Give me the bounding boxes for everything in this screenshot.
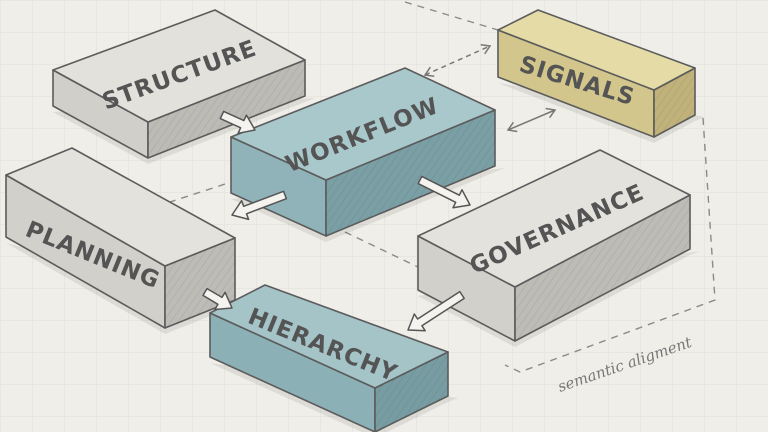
block-workflow-front-shading: [326, 110, 495, 236]
arrow-workflow-signals-head-end: [480, 43, 492, 55]
arrow-workflow-signals-lower-line: [507, 109, 556, 131]
arrow-workflow-to-governance-shape: [417, 175, 471, 209]
arrow-workflow-to-planning-shape: [231, 190, 288, 221]
arrow-workflow-signals-line: [424, 45, 491, 76]
guide-right: [504, 117, 716, 373]
guide-center: [344, 231, 421, 269]
arrow-governance-to-hierarchy: [407, 290, 465, 332]
arrow-workflow-signals-lower: [506, 107, 557, 133]
guide-top: [404, 1, 499, 31]
arrow-workflow-signals: [423, 43, 492, 78]
block-workflow-top-face: [230, 67, 496, 181]
block-structure: STRUCTURE: [52, 9, 315, 164]
block-hierarchy-front-shading: [375, 352, 448, 432]
block-signals-top-face: [497, 9, 696, 91]
arrow-workflow-signals-lower-head-start: [506, 121, 518, 133]
arrow-workflow-signals-head-start: [423, 66, 435, 78]
block-structure-top-face: [52, 9, 306, 123]
arrows-layer: [202, 43, 557, 332]
block-governance: GOVERNANCE: [417, 149, 700, 347]
arrow-planning-to-hierarchy-shape: [202, 287, 233, 311]
arrow-workflow-signals-lower-head-end: [545, 107, 557, 119]
arrow-structure-to-workflow: [219, 110, 256, 135]
block-hierarchy-top-face: [209, 284, 449, 389]
block-governance-top-face: [417, 149, 691, 288]
block-hierarchy: HIERARCHY: [209, 284, 458, 432]
block-planning-top-face: [5, 147, 236, 267]
arrow-workflow-to-governance: [417, 175, 471, 209]
arrow-workflow-to-planning: [231, 190, 288, 221]
block-structure-front-shading: [148, 60, 305, 158]
arrow-structure-to-workflow-shape: [219, 110, 256, 135]
block-workflow: WORKFLOW: [230, 67, 505, 242]
dashed-guides: [129, 1, 716, 373]
block-signals: SIGNALS: [497, 9, 705, 143]
block-governance-front-shading: [515, 195, 690, 341]
arrow-planning-to-hierarchy: [202, 287, 233, 311]
arrow-governance-to-hierarchy-shape: [407, 290, 465, 332]
guide-left: [129, 171, 263, 216]
